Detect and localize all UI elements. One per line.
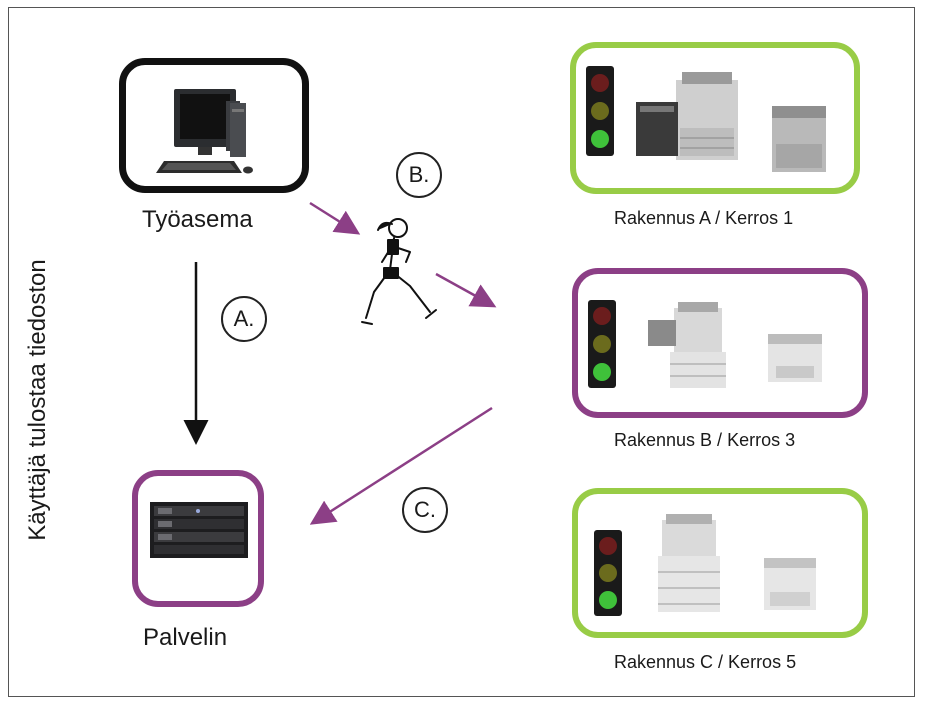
multifunction-printer-icon bbox=[636, 72, 738, 160]
building-a-label: Rakennus A / Kerros 1 bbox=[614, 208, 794, 228]
building-b-box bbox=[572, 268, 868, 418]
building-c-box bbox=[572, 488, 868, 638]
building-a-box bbox=[570, 42, 860, 194]
building-c-label: Rakennus C / Kerros 5 bbox=[614, 652, 797, 672]
laser-printer-icon bbox=[772, 106, 826, 172]
laser-printer-icon bbox=[764, 558, 816, 610]
multifunction-printer-icon bbox=[648, 302, 726, 388]
arrow-b-out bbox=[435, 272, 497, 308]
diagram-frame bbox=[8, 7, 915, 697]
multifunction-printer-icon bbox=[658, 514, 720, 612]
traffic-light-icon bbox=[594, 530, 622, 616]
workstation-box bbox=[119, 58, 309, 193]
traffic-light-icon bbox=[588, 300, 616, 388]
building-b-label: Rakennus B / Kerros 3 bbox=[614, 430, 796, 450]
arrow-b-in bbox=[309, 201, 361, 235]
arrow-c bbox=[309, 406, 493, 525]
step-b-badge: B. bbox=[396, 152, 442, 198]
server-rack-icon bbox=[150, 502, 248, 558]
workstation-label: Työasema bbox=[142, 206, 253, 233]
server-label: Palvelin bbox=[143, 624, 228, 651]
laser-printer-icon bbox=[768, 334, 822, 382]
desktop-computer-icon bbox=[156, 89, 253, 174]
step-c-badge: C. bbox=[402, 487, 448, 533]
walking-person-icon bbox=[361, 218, 437, 325]
traffic-light-icon bbox=[586, 66, 614, 156]
step-a-badge: A. bbox=[221, 296, 267, 342]
server-box bbox=[132, 470, 264, 607]
